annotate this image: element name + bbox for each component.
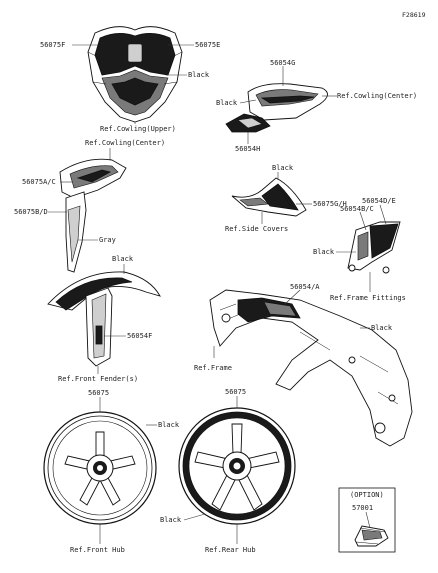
label-56054-a: 56054/A — [290, 283, 320, 291]
label-56075b-d: 56075B/D — [14, 208, 48, 216]
ref-cowling-center-left: Ref.Cowling(Center) — [85, 139, 165, 147]
front-fender — [47, 271, 161, 367]
label-56075f: 56075F — [40, 41, 65, 49]
rear-wheel — [178, 407, 296, 525]
figure-number: F28619 — [402, 11, 426, 19]
label-56054g: 56054G — [270, 59, 295, 67]
label-56054b-c: 56054B/C — [340, 205, 374, 213]
front-wheel — [43, 411, 157, 525]
label-black-frame-fittings: Black — [313, 248, 335, 256]
label-black-rear-hub: Black — [160, 516, 182, 524]
label-black-side: Black — [272, 164, 294, 172]
ref-rear-hub: Ref.Rear Hub — [205, 546, 256, 554]
ref-front-fender: Ref.Front Fender(s) — [58, 375, 138, 383]
label-56075-rear: 56075 — [225, 388, 246, 396]
label-57001: 57001 — [352, 504, 373, 512]
center-cowling-right — [225, 83, 328, 133]
label-56075a-c: 56075A/C — [22, 178, 56, 186]
option-box — [338, 487, 396, 553]
label-gray: Gray — [99, 236, 116, 244]
ref-cowling-center-right: Ref.Cowling(Center) — [337, 92, 417, 100]
label-black-fender: Black — [112, 255, 134, 263]
label-black-center: Black — [216, 99, 238, 107]
label-black-front-hub: Black — [158, 421, 180, 429]
label-56075-front: 56075 — [88, 389, 109, 397]
ref-side-covers: Ref.Side Covers — [225, 225, 288, 233]
label-56075e: 56075E — [195, 41, 220, 49]
label-56054f: 56054F — [127, 332, 152, 340]
label-56054d-e: 56054D/E — [362, 197, 396, 205]
option-label: (OPTION) — [350, 491, 384, 499]
side-covers — [231, 177, 307, 217]
center-cowling-left — [59, 158, 127, 273]
label-56075g-h: 56075G/H — [313, 200, 347, 208]
label-56054h: 56054H — [235, 145, 260, 153]
ref-cowling-upper: Ref.Cowling(Upper) — [100, 125, 176, 133]
ref-front-hub: Ref.Front Hub — [70, 546, 125, 554]
upper-cowling — [87, 26, 183, 123]
frame-fittings — [347, 221, 401, 274]
label-black-upper: Black — [188, 71, 210, 79]
ref-frame-fittings: Ref.Frame Fittings — [330, 294, 406, 302]
label-black-frame: Black — [371, 324, 393, 332]
frame — [209, 289, 413, 447]
ref-frame: Ref.Frame — [194, 364, 232, 372]
